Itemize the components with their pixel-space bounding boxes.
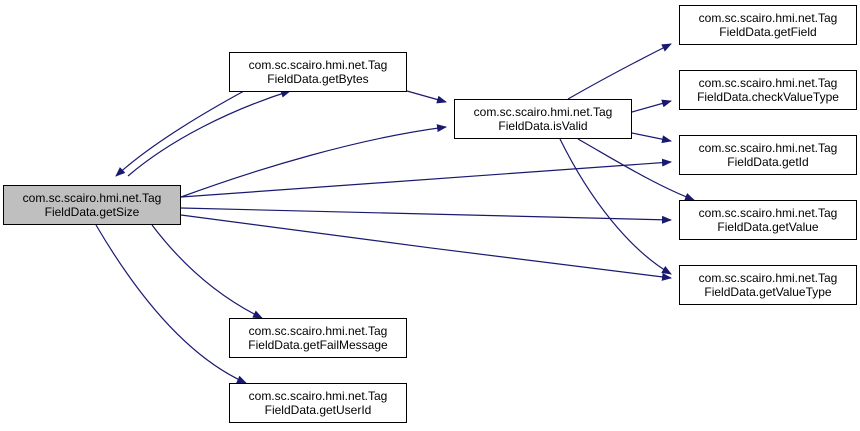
node-getField-line1: com.sc.scairo.hmi.net.Tag	[698, 11, 838, 25]
node-checkValueType-line2: FieldData.checkValueType	[697, 90, 839, 104]
node-isValid[interactable]: com.sc.scairo.hmi.net.Tag FieldData.isVa…	[454, 99, 632, 139]
node-getId[interactable]: com.sc.scairo.hmi.net.Tag FieldData.getI…	[679, 135, 857, 175]
edge-isValid-to-checkValueType	[631, 99, 672, 113]
edge-getSize-to-isValid	[180, 124, 447, 198]
edge-getSize-to-getUserId	[95, 224, 247, 384]
node-getBytes-line2: FieldData.getBytes	[267, 72, 369, 86]
node-getFailMessage-line1: com.sc.scairo.hmi.net.Tag	[248, 324, 388, 338]
node-getValueType-line1: com.sc.scairo.hmi.net.Tag	[698, 271, 838, 285]
node-getBytes[interactable]: com.sc.scairo.hmi.net.Tag FieldData.getB…	[229, 52, 407, 92]
node-getSize-line1: com.sc.scairo.hmi.net.Tag	[22, 191, 162, 205]
node-getBytes-line1: com.sc.scairo.hmi.net.Tag	[248, 58, 388, 72]
edge-isValid-to-getValueType	[559, 138, 672, 275]
node-getId-line1: com.sc.scairo.hmi.net.Tag	[698, 141, 838, 155]
node-getValue-line2: FieldData.getValue	[717, 220, 819, 234]
node-getValueType[interactable]: com.sc.scairo.hmi.net.Tag FieldData.getV…	[679, 265, 857, 305]
edge-isValid-to-getValue	[577, 138, 695, 201]
node-getValue-line1: com.sc.scairo.hmi.net.Tag	[698, 206, 838, 220]
node-getId-line2: FieldData.getId	[727, 155, 809, 169]
node-getField-line2: FieldData.getField	[719, 25, 817, 39]
node-isValid-line2: FieldData.isValid	[498, 119, 588, 133]
node-getFailMessage[interactable]: com.sc.scairo.hmi.net.Tag FieldData.getF…	[229, 318, 407, 358]
edge-getSize-to-getBytes	[127, 89, 291, 177]
edge-getBytes-to-isValid	[406, 90, 447, 104]
node-checkValueType-line1: com.sc.scairo.hmi.net.Tag	[698, 76, 838, 90]
node-getValue[interactable]: com.sc.scairo.hmi.net.Tag FieldData.getV…	[679, 200, 857, 240]
node-getField[interactable]: com.sc.scairo.hmi.net.Tag FieldData.getF…	[679, 5, 857, 45]
node-getFailMessage-line2: FieldData.getFailMessage	[248, 338, 388, 352]
node-getUserId-line1: com.sc.scairo.hmi.net.Tag	[248, 389, 388, 403]
edge-getSize-to-getId	[180, 158, 672, 198]
node-getUserId-line2: FieldData.getUserId	[264, 403, 372, 417]
edge-isValid-to-getId	[631, 132, 672, 144]
edge-getSize-to-getFailMessage	[151, 224, 263, 319]
node-getSize[interactable]: com.sc.scairo.hmi.net.Tag FieldData.getS…	[3, 185, 181, 225]
edge-isValid-to-getField	[567, 43, 672, 100]
edge-getBytes-to-getSize	[115, 90, 245, 177]
node-isValid-line1: com.sc.scairo.hmi.net.Tag	[473, 105, 613, 119]
edge-getSize-to-getValueType	[180, 214, 672, 281]
node-checkValueType[interactable]: com.sc.scairo.hmi.net.Tag FieldData.chec…	[679, 70, 857, 110]
node-getSize-line2: FieldData.getSize	[44, 205, 140, 219]
edge-getSize-to-getValue	[180, 207, 672, 224]
node-getValueType-line2: FieldData.getValueType	[704, 285, 832, 299]
node-getUserId[interactable]: com.sc.scairo.hmi.net.Tag FieldData.getU…	[229, 383, 407, 423]
